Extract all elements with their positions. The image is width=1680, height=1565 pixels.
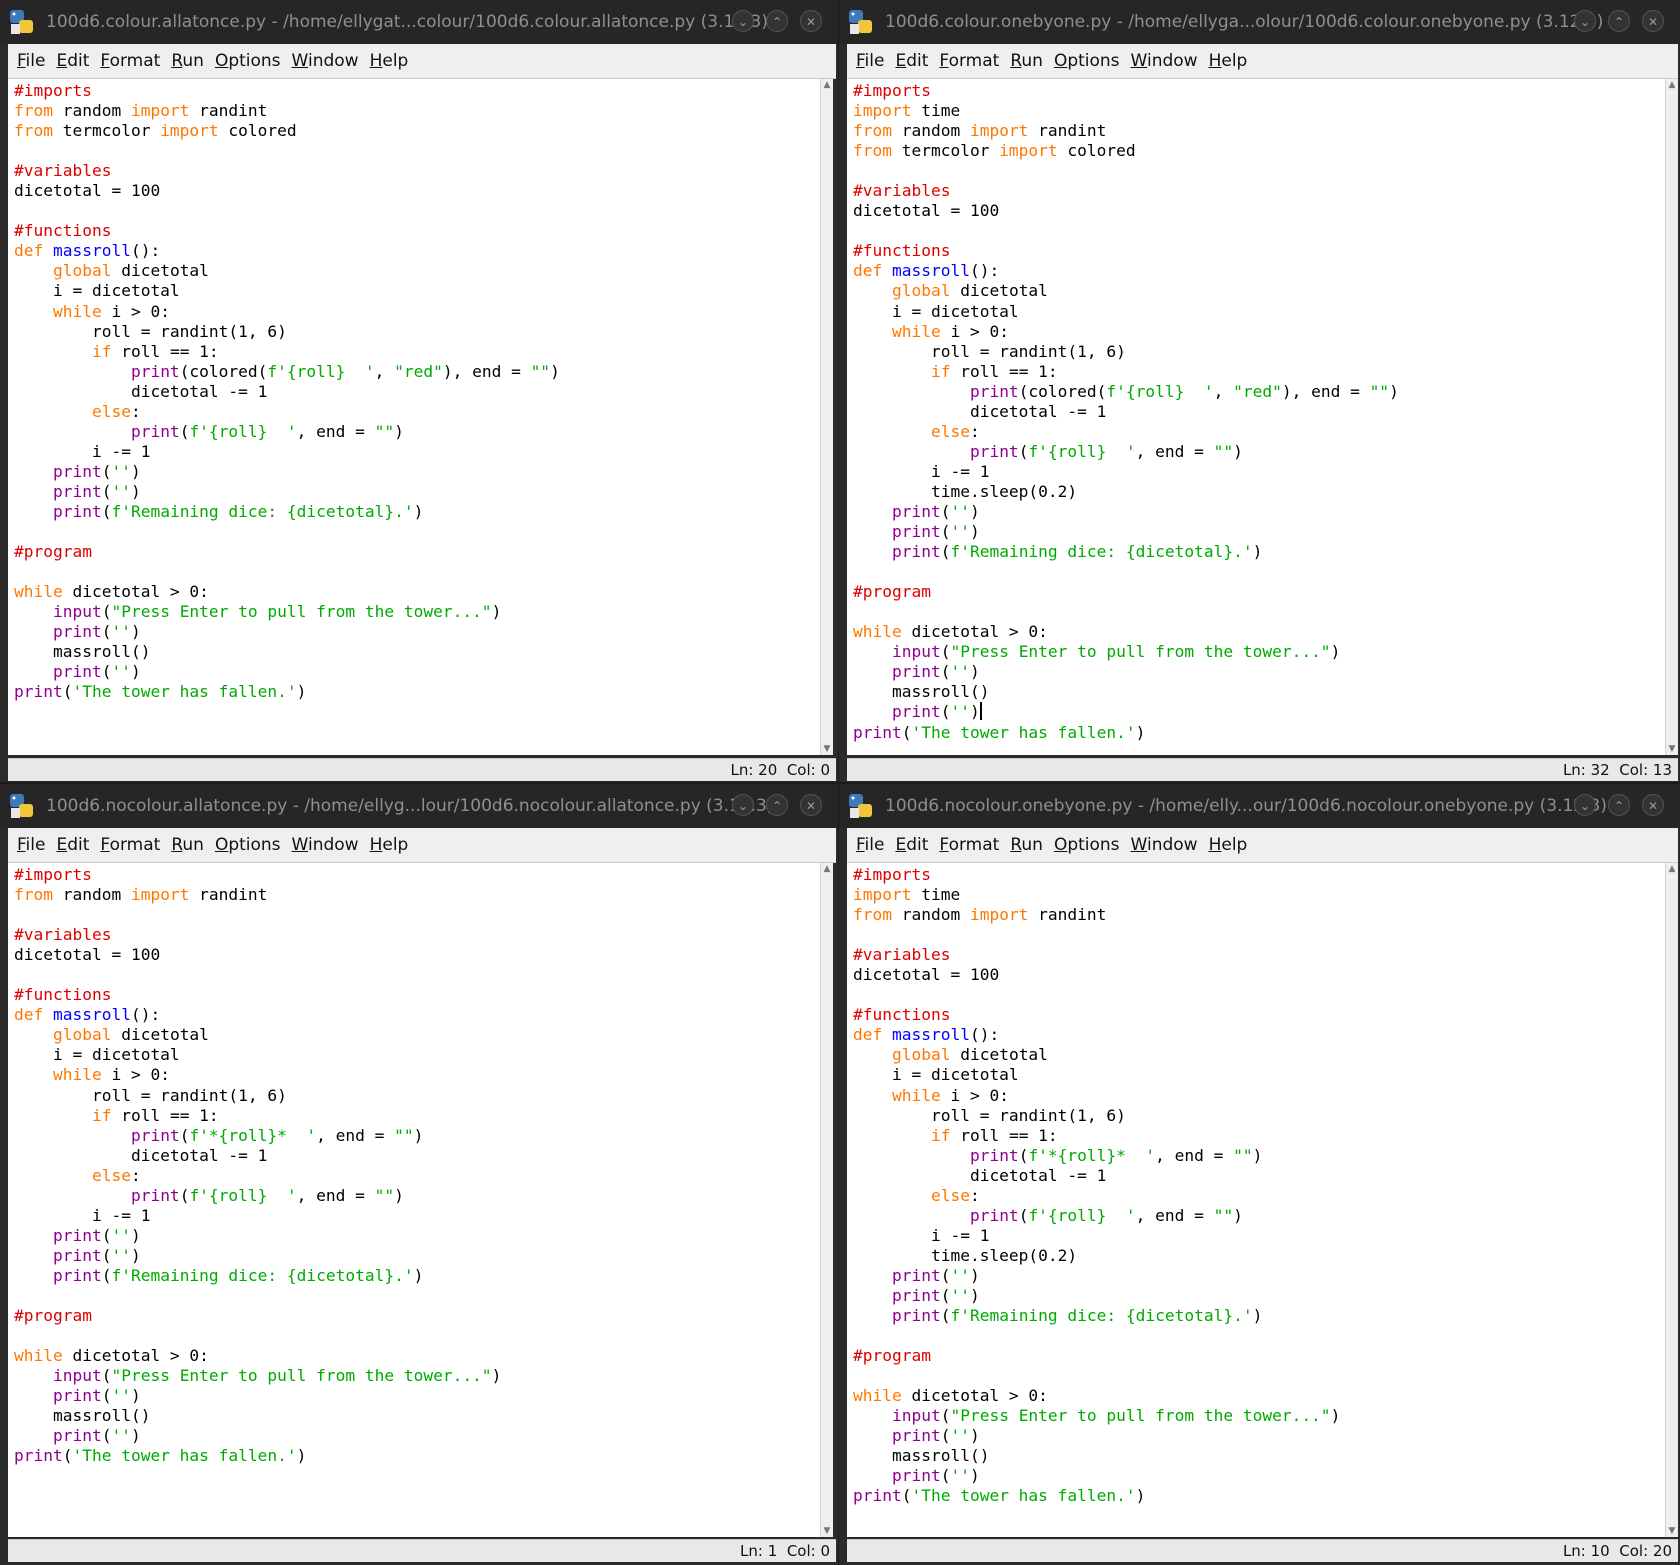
status-col: Col: 20 [1619,1542,1672,1560]
close-icon[interactable]: ✕ [800,10,822,32]
status-line: Ln: 32 [1562,761,1610,779]
status-line: Ln: 10 [1562,1542,1610,1560]
scroll-up-icon[interactable]: ▲ [823,864,831,874]
close-icon[interactable]: ✕ [1642,10,1664,32]
menu-bar: File Edit Format Run Options Window Help [847,44,1678,79]
menu-run[interactable]: Run [1010,51,1043,71]
chevron-down-icon[interactable]: ⌄ [732,10,754,32]
title-bar[interactable]: 100d6.nocolour.allatonce.py - /home/elly… [0,784,838,828]
scroll-down-icon[interactable]: ▼ [823,744,831,754]
scroll-down-icon[interactable]: ▼ [1668,744,1676,754]
scroll-down-icon[interactable]: ▼ [823,1526,831,1536]
menu-help[interactable]: Help [1208,835,1248,855]
window-title: 100d6.nocolour.allatonce.py - /home/elly… [46,796,774,816]
code-editor[interactable]: #imports from random import randint #var… [8,863,820,1537]
menu-options[interactable]: Options [214,835,281,855]
menu-window[interactable]: Window [1130,835,1198,855]
title-bar[interactable]: 100d6.colour.onebyone.py - /home/ellyga.… [839,0,1680,44]
window-title: 100d6.colour.onebyone.py - /home/ellyga.… [885,12,1604,32]
menu-bar: File Edit Format Run Options Window Help [8,828,836,863]
menu-file[interactable]: File [17,835,46,855]
source-code[interactable]: #imports from random import randint from… [14,81,560,702]
window-title: 100d6.colour.allatonce.py - /home/ellyga… [46,12,768,32]
scroll-up-icon[interactable]: ▲ [823,80,831,90]
menu-bar: File Edit Format Run Options Window Help [8,44,836,79]
text-cursor [979,702,982,721]
editor-window-nocolour-onebyone: 100d6.nocolour.onebyone.py - /home/elly.… [839,784,1680,1565]
chevron-up-icon[interactable]: ⌃ [766,794,788,816]
python-idle-icon [10,794,33,818]
status-bar: Ln: 32 Col: 13 [847,758,1678,781]
status-line: Ln: 1 [740,1542,778,1560]
code-editor[interactable]: #imports import time from random import … [847,863,1665,1537]
menu-options[interactable]: Options [1053,51,1120,71]
menu-help[interactable]: Help [1208,51,1248,71]
code-editor[interactable]: #imports import time from random import … [847,79,1665,755]
vertical-scrollbar[interactable]: ▲ ▼ [820,863,833,1537]
status-bar: Ln: 20 Col: 0 [8,758,836,781]
status-col: Col: 0 [786,761,830,779]
status-bar: Ln: 1 Col: 0 [8,1539,836,1562]
vertical-scrollbar[interactable]: ▲ ▼ [820,79,833,755]
menu-window[interactable]: Window [291,835,359,855]
close-icon[interactable]: ✕ [1642,794,1664,816]
chevron-down-icon[interactable]: ⌄ [1574,794,1596,816]
scroll-up-icon[interactable]: ▲ [1668,80,1676,90]
status-bar: Ln: 10 Col: 20 [847,1539,1678,1562]
title-bar[interactable]: 100d6.nocolour.onebyone.py - /home/elly.… [839,784,1680,828]
editor-window-colour-onebyone: 100d6.colour.onebyone.py - /home/ellyga.… [839,0,1680,782]
status-col: Col: 0 [786,1542,830,1560]
menu-bar: File Edit Format Run Options Window Help [847,828,1678,863]
menu-format[interactable]: Format [100,51,161,71]
vertical-scrollbar[interactable]: ▲ ▼ [1665,79,1678,755]
code-editor[interactable]: #imports from random import randint from… [8,79,820,755]
menu-help[interactable]: Help [369,51,409,71]
menu-format[interactable]: Format [100,835,161,855]
title-bar[interactable]: 100d6.colour.allatonce.py - /home/ellyga… [0,0,838,44]
menu-window[interactable]: Window [291,51,359,71]
menu-edit[interactable]: Edit [895,51,929,71]
menu-help[interactable]: Help [369,835,409,855]
menu-format[interactable]: Format [939,835,1000,855]
chevron-up-icon[interactable]: ⌃ [766,10,788,32]
editor-window-nocolour-allatonce: 100d6.nocolour.allatonce.py - /home/elly… [0,784,838,1565]
menu-edit[interactable]: Edit [895,835,929,855]
menu-edit[interactable]: Edit [56,835,90,855]
menu-options[interactable]: Options [1053,835,1120,855]
source-code[interactable]: #imports import time from random import … [853,81,1399,742]
source-code[interactable]: #imports import time from random import … [853,865,1341,1506]
menu-file[interactable]: File [856,51,885,71]
chevron-up-icon[interactable]: ⌃ [1608,794,1630,816]
menu-file[interactable]: File [17,51,46,71]
menu-run[interactable]: Run [171,51,204,71]
window-title: 100d6.nocolour.onebyone.py - /home/elly.… [885,796,1607,816]
menu-format[interactable]: Format [939,51,1000,71]
scroll-up-icon[interactable]: ▲ [1668,864,1676,874]
chevron-up-icon[interactable]: ⌃ [1608,10,1630,32]
menu-file[interactable]: File [856,835,885,855]
python-idle-icon [849,794,872,818]
vertical-scrollbar[interactable]: ▲ ▼ [1665,863,1678,1537]
python-idle-icon [10,10,33,34]
status-col: Col: 13 [1619,761,1672,779]
menu-run[interactable]: Run [1010,835,1043,855]
source-code[interactable]: #imports from random import randint #var… [14,865,502,1466]
scroll-down-icon[interactable]: ▼ [1668,1526,1676,1536]
menu-options[interactable]: Options [214,51,281,71]
status-line: Ln: 20 [730,761,778,779]
chevron-down-icon[interactable]: ⌄ [1574,10,1596,32]
menu-window[interactable]: Window [1130,51,1198,71]
editor-window-colour-allatonce: 100d6.colour.allatonce.py - /home/ellyga… [0,0,838,782]
chevron-down-icon[interactable]: ⌄ [732,794,754,816]
menu-run[interactable]: Run [171,835,204,855]
close-icon[interactable]: ✕ [800,794,822,816]
python-idle-icon [849,10,872,34]
menu-edit[interactable]: Edit [56,51,90,71]
